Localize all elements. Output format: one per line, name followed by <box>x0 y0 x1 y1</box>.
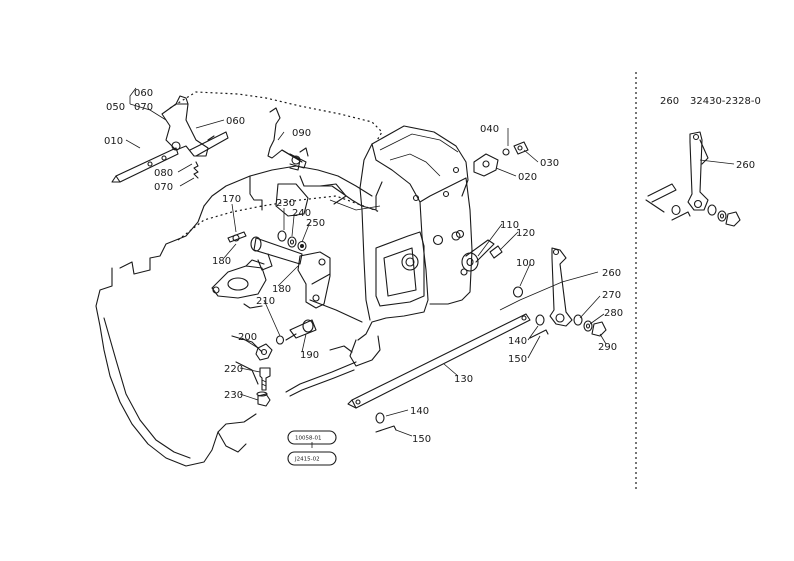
callout-080: 080 <box>154 168 173 179</box>
callout-030: 030 <box>540 158 559 169</box>
callout-070: 070 <box>134 102 153 113</box>
callout-020: 020 <box>518 172 537 183</box>
callout-060: 060 <box>226 116 245 127</box>
shift-lever-linkage <box>211 230 331 407</box>
callout-270: 270 <box>602 290 621 301</box>
stamp-top <box>287 430 337 445</box>
callout-090: 090 <box>292 128 311 139</box>
side-panel-part-number: 32430-2328-0 <box>690 96 761 107</box>
callout-130: 130 <box>454 374 473 385</box>
side-panel-ref-number: 260 <box>660 96 679 107</box>
assembly-dashed-border <box>169 91 383 143</box>
callout-050: 050 <box>106 102 125 113</box>
callout-070: 070 <box>154 182 173 193</box>
callout-100: 100 <box>516 258 535 269</box>
callout-220: 220 <box>224 364 243 375</box>
side-panel-lever-detail: 260 32430-2328-0 260 <box>645 96 761 227</box>
callout-120: 120 <box>516 228 535 239</box>
transmission-housing <box>95 125 473 467</box>
callout-150: 150 <box>508 354 527 365</box>
callout-140: 140 <box>410 406 429 417</box>
id-stamps: 10058-01 J2415-02 <box>287 430 337 466</box>
stamp-bottom-text: J2415-02 <box>294 457 320 463</box>
callout-140: 140 <box>508 336 527 347</box>
stamp-bottom <box>287 451 337 466</box>
side-panel-callout-260: 260 <box>736 160 755 171</box>
callout-180: 180 <box>212 256 231 267</box>
callout-040: 040 <box>480 124 499 135</box>
callout-230: 230 <box>276 198 295 209</box>
linkage-rods <box>347 141 607 433</box>
callout-250: 250 <box>306 218 325 229</box>
callout-280: 280 <box>604 308 623 319</box>
callout-200: 200 <box>238 332 257 343</box>
callout-230: 230 <box>224 390 243 401</box>
callout-170: 170 <box>222 194 241 205</box>
callout-060: 060 <box>134 88 153 99</box>
callout-180: 180 <box>272 284 291 295</box>
callout-190: 190 <box>300 350 319 361</box>
callout-labels: 060 050 070 060 090 010 080 070 040 030 … <box>104 88 623 445</box>
callout-260: 260 <box>602 268 621 279</box>
shift-fork-assembly <box>111 95 309 183</box>
callout-240: 240 <box>292 208 311 219</box>
stamp-top-text: 10058-01 <box>295 436 321 442</box>
callout-210: 210 <box>256 296 275 307</box>
leader-lines <box>125 87 607 448</box>
callout-290: 290 <box>598 342 617 353</box>
callout-150: 150 <box>412 434 431 445</box>
callout-010: 010 <box>104 136 123 147</box>
callout-110: 110 <box>500 220 519 231</box>
